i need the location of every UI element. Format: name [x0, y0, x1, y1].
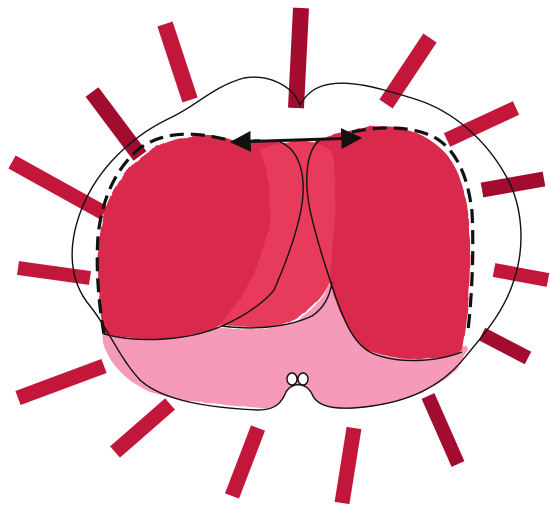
small-circle-right [298, 373, 308, 385]
stroke-top-left [165, 24, 190, 100]
small-circle-left [287, 373, 297, 385]
stroke-top-right [386, 38, 430, 104]
stroke-upper-right [447, 108, 516, 140]
stroke-lower-right [428, 396, 458, 464]
stroke-right-mid [494, 270, 548, 280]
stroke-left-high [12, 162, 104, 213]
stroke-lower-left [115, 404, 170, 452]
stroke-bottom-left [232, 428, 258, 496]
stroke-right-low [482, 334, 528, 358]
stroke-left-mid [18, 268, 90, 278]
stroke-right-high [482, 179, 544, 190]
stroke-top-center [296, 8, 301, 108]
stroke-upper-left [92, 92, 140, 156]
stroke-bottom-right [342, 428, 354, 503]
stroke-left-low [18, 366, 104, 398]
